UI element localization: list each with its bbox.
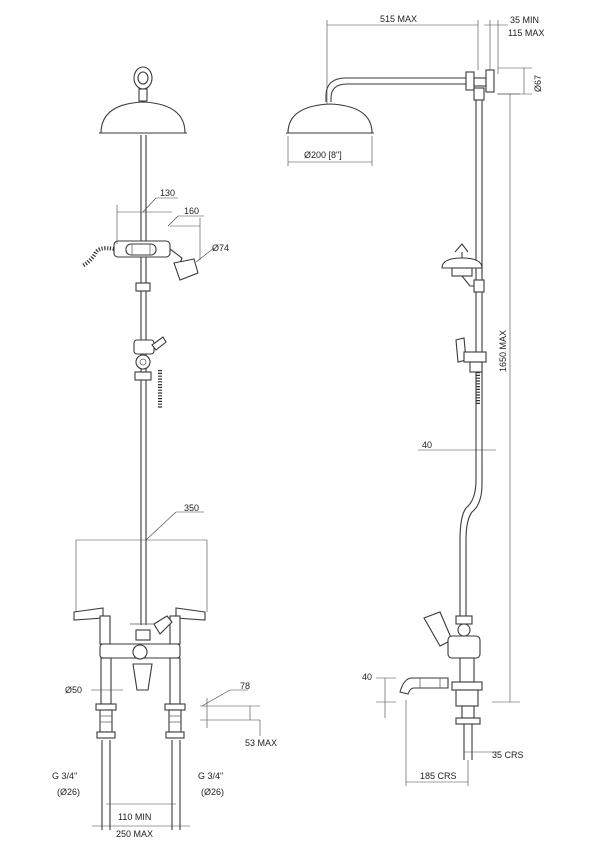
front-legs <box>95 657 186 739</box>
front-thread-right-mm: (Ø26) <box>201 787 224 797</box>
front-dim-74: Ø74 <box>195 243 229 263</box>
side-dim-35-crs-label: 35 CRS <box>492 750 524 760</box>
front-dim-50-label: Ø50 <box>65 685 82 695</box>
side-dim-200-label: Ø200 [8"] <box>304 150 342 160</box>
front-thread-left: G 3/4" <box>52 771 77 781</box>
side-dim-1650-label: 1650 MAX <box>498 330 508 372</box>
side-dim-40-bottom-label: 40 <box>362 672 372 682</box>
front-dim-130: 130 <box>116 188 178 244</box>
side-riser-bend-left <box>459 440 477 616</box>
side-dim-200: Ø200 [8"] <box>287 136 373 166</box>
side-dim-515-label: 515 MAX <box>380 14 417 24</box>
side-shower-head <box>286 103 374 134</box>
side-dim-515: 515 MAX <box>326 14 479 108</box>
side-handset <box>441 243 485 293</box>
front-dim-130-label: 130 <box>160 188 175 198</box>
front-thread-left-mm: (Ø26) <box>57 787 80 797</box>
side-dim-35-115: 35 MIN 115 MAX <box>484 15 544 74</box>
side-shower-arm <box>325 69 495 102</box>
front-dim-50: Ø50 <box>65 685 123 695</box>
front-dim-78-label: 78 <box>240 681 250 691</box>
front-dim-350-label: 350 <box>184 503 199 513</box>
side-dim-1650: 1650 MAX <box>492 93 520 703</box>
front-dim-350: 350 <box>75 503 208 612</box>
front-handset-holder <box>81 240 199 292</box>
front-inlet-pipes <box>101 740 181 830</box>
side-dim-40-top-label: 40 <box>422 440 432 450</box>
front-thread-right: G 3/4" <box>198 771 223 781</box>
side-riser-bend-right <box>465 440 483 616</box>
front-view: 350 <box>52 66 277 839</box>
side-dim-35-crs: 35 CRS <box>464 742 524 760</box>
front-dim-centres: 110 MIN 250 MAX <box>92 803 190 839</box>
side-dim-40-bottom: 40 <box>362 672 396 718</box>
side-view: 515 MAX 35 MIN 115 MAX Ø67 <box>286 14 544 786</box>
side-dim-67: Ø67 <box>498 67 543 95</box>
front-hose-outlet <box>133 336 167 408</box>
front-valve-body <box>73 607 206 691</box>
front-dim-53-label: 53 MAX <box>245 738 277 748</box>
front-dim-110-label: 110 MIN <box>118 812 151 822</box>
front-shower-head <box>99 101 187 134</box>
side-dim-35-label: 35 MIN <box>510 15 539 25</box>
side-hose-outlet <box>455 337 487 404</box>
front-dim-74-label: Ø74 <box>212 243 229 253</box>
side-dim-40-top: 40 <box>418 440 496 458</box>
side-spout <box>399 677 449 695</box>
front-dim-160-label: 160 <box>184 206 199 216</box>
side-dim-115-label: 115 MAX <box>508 28 544 38</box>
front-dim-160: 160 <box>167 206 204 260</box>
front-ceiling-rose <box>133 66 153 102</box>
side-dim-67-label: Ø67 <box>533 75 543 92</box>
front-dim-250-label: 250 MAX <box>116 829 153 839</box>
side-dim-185-crs-label: 185 CRS <box>420 771 457 781</box>
front-dim-78: 78 53 MAX <box>200 681 277 748</box>
side-dim-185-crs: 185 CRS <box>405 700 469 786</box>
side-valve-body <box>423 611 483 760</box>
